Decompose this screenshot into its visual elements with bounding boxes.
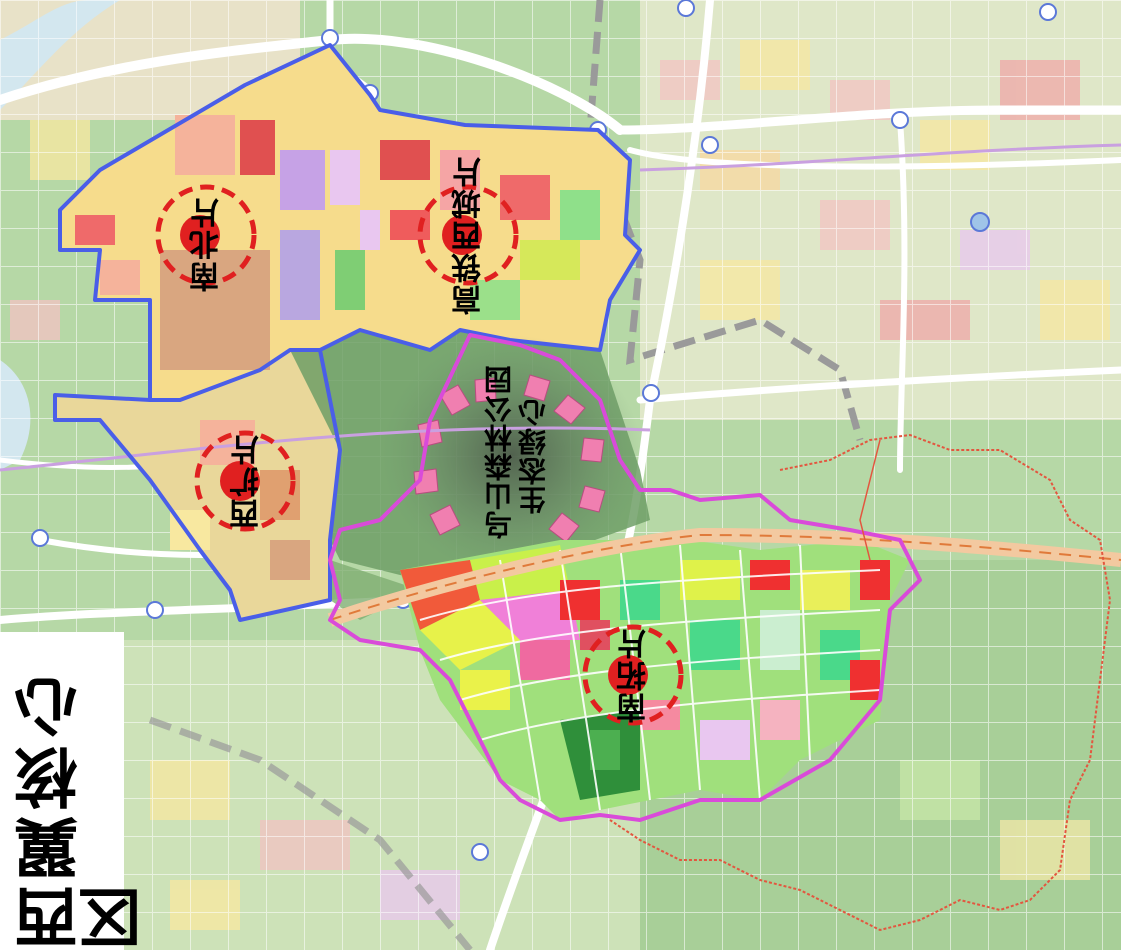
outer-boundary [609, 433, 1112, 932]
zone-label-nanbei: 南北片 [190, 196, 225, 292]
map-title: 西翼核心区 [14, 670, 153, 950]
south-boundary [328, 333, 922, 822]
zone-marker-gaotie [417, 184, 519, 286]
west-core-landuse [55, 350, 340, 620]
purple-rail [0, 426, 651, 472]
zone-marker-nantuo [582, 624, 684, 726]
zone-label-gaotie: 高铁西城片 [452, 155, 487, 315]
zone-label-nantuo: 南拓片 [617, 627, 652, 723]
zone-marker-xikuo [194, 430, 296, 532]
green-core-label-line1: 乌山森林公园 [483, 365, 516, 539]
core-boundary [53, 43, 642, 622]
zone-marker-nanbei [155, 184, 257, 286]
green-core-rays [413, 374, 606, 543]
green-core-label-line2: 生态绿心 [517, 398, 550, 514]
zone-label-xikuo: 西扩片 [230, 433, 265, 529]
core-landuse-blocks [75, 115, 600, 580]
title-panel [0, 632, 124, 950]
